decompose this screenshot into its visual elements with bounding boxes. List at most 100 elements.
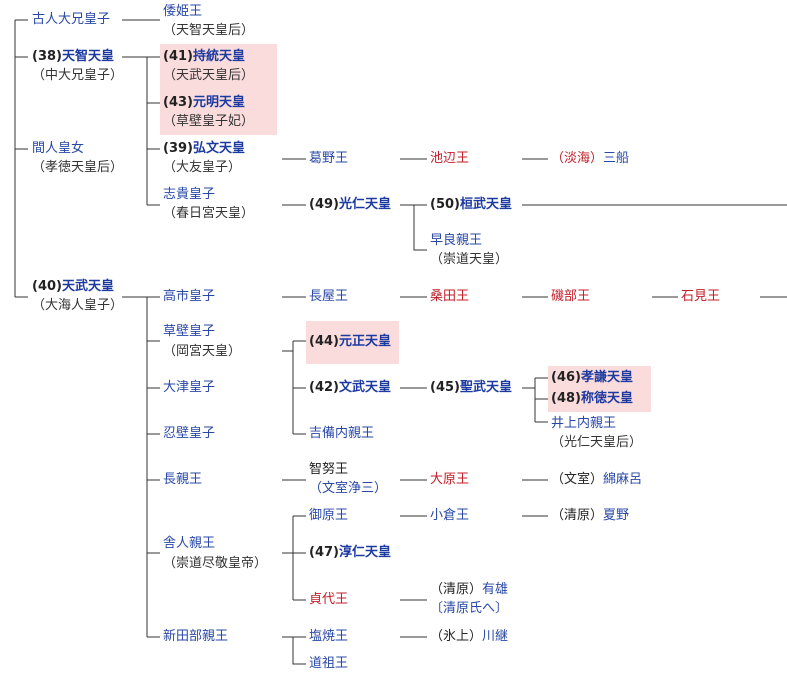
emperor-name: 桓武天皇 [459, 197, 512, 212]
clan-prefix: （文室） [551, 472, 604, 487]
emperor-name: 称徳天皇 [580, 391, 633, 406]
person-name: 有雄 [482, 582, 509, 597]
note-tenji: （中大兄皇子） [32, 68, 124, 83]
emperor-number: (40) [32, 279, 62, 294]
note-kusakabe: （岡宮天皇） [163, 344, 242, 359]
person-furuhito: 古人大兄皇子 [32, 12, 111, 27]
emperor-number: (48) [551, 391, 581, 406]
emperor-number: (46) [551, 370, 581, 385]
person-osakabe: 忍壁皇子 [163, 426, 216, 441]
emperor-kobun: (39)弘文天皇 [163, 141, 245, 157]
emperor-number: (41) [163, 49, 193, 64]
person-mifune: （淡海）三船 [551, 151, 629, 167]
emperor-number: (44) [309, 334, 339, 349]
clan-prefix: （清原） [430, 582, 483, 597]
person-niitabe: 新田部親王 [163, 629, 229, 644]
person-name: 川継 [482, 629, 509, 644]
emperor-name: 弘文天皇 [192, 141, 245, 156]
person-nagaya: 長屋王 [309, 289, 349, 304]
emperor-number: (43) [163, 95, 193, 110]
highlight-box-jito-genmei [160, 44, 277, 135]
person-kuwata: 桑田王 [430, 289, 470, 304]
note-jito: （天武天皇后） [163, 68, 255, 83]
emperor-tenmu: (40)天武天皇 [32, 279, 114, 295]
person-naga: 長親王 [163, 472, 203, 487]
emperor-name: 淳仁天皇 [338, 545, 391, 560]
emperor-kanmu: (50)桓武天皇 [430, 197, 512, 213]
person-ogura: 小倉王 [430, 508, 470, 523]
person-shioyaki: 塩焼王 [309, 629, 349, 644]
person-kusakabe: 草壁皇子 [163, 324, 216, 339]
person-kibi: 吉備内親王 [309, 426, 375, 441]
person-sadayo: 貞代王 [309, 592, 349, 607]
emperor-jito: (41)持統天皇 [163, 49, 245, 65]
person-inoue: 井上内親王 [551, 416, 617, 431]
note-inoue: （光仁天皇后） [551, 435, 643, 450]
clan-prefix: （淡海） [551, 151, 604, 166]
person-hashihito: 間人皇女 [32, 141, 85, 156]
note-tenmu: （大海人皇子） [32, 298, 124, 313]
emperor-name: 天智天皇 [61, 49, 114, 64]
highlight-box-koken-shotoku [548, 366, 651, 412]
person-takechi: 高市皇子 [163, 289, 216, 304]
person-natsuno: （清原）夏野 [551, 508, 629, 524]
person-isobe: 磯部王 [551, 289, 591, 304]
emperor-number: (39) [163, 141, 193, 156]
note-toneri: （崇道尽敬皇帝） [163, 556, 268, 571]
note-kobun: （大友皇子） [163, 160, 242, 175]
person-ohara: 大原王 [430, 472, 470, 487]
person-mihara: 御原王 [309, 508, 349, 523]
emperor-monmu: (42)文武天皇 [309, 380, 391, 396]
emperor-gensho: (44)元正天皇 [309, 334, 391, 350]
emperor-koken: (46)孝謙天皇 [551, 370, 633, 386]
person-watamaro: （文室）綿麻呂 [551, 472, 642, 488]
emperor-junnin: (47)淳仁天皇 [309, 545, 391, 561]
emperor-genmei: (43)元明天皇 [163, 95, 245, 111]
emperor-shomu: (45)聖武天皇 [430, 380, 512, 396]
person-ikebe: 池辺王 [430, 151, 470, 166]
person-ario: （清原）有雄 [430, 582, 508, 598]
emperor-number: (42) [309, 380, 339, 395]
note-shiki: （春日宮天皇） [163, 206, 255, 221]
emperor-number: (49) [309, 197, 339, 212]
note-kiyohara-clan: 〔清原氏へ〕 [430, 601, 509, 616]
note-hashihito: （孝徳天皇后） [32, 160, 124, 175]
emperor-shotoku: (48)称徳天皇 [551, 391, 633, 407]
person-yamatohime: 倭姫王 [163, 4, 203, 19]
emperor-number: (45) [430, 380, 460, 395]
emperor-number: (38) [32, 49, 62, 64]
note-chinu: （文室浄三） [309, 481, 388, 496]
emperor-name: 元正天皇 [338, 334, 391, 349]
person-name: 綿麻呂 [603, 472, 643, 487]
emperor-number: (50) [430, 197, 460, 212]
person-kadono: 葛野王 [309, 151, 349, 166]
emperor-name: 孝謙天皇 [580, 370, 633, 385]
emperor-name: 光仁天皇 [338, 197, 391, 212]
clan-prefix: （氷上） [430, 629, 483, 644]
note-genmei: （草壁皇子妃） [163, 114, 255, 129]
emperor-name: 文武天皇 [338, 380, 391, 395]
note-sawara: （崇道天皇） [430, 252, 509, 267]
person-chinu: 智努王 [309, 462, 349, 477]
person-kawatsugu: （氷上）川継 [430, 629, 508, 645]
emperor-konin: (49)光仁天皇 [309, 197, 391, 213]
emperor-name: 元明天皇 [192, 95, 245, 110]
person-iwami: 石見王 [681, 289, 721, 304]
emperor-name: 天武天皇 [61, 279, 114, 294]
emperor-number: (47) [309, 545, 339, 560]
emperor-name: 聖武天皇 [459, 380, 512, 395]
person-funado: 道祖王 [309, 656, 349, 671]
highlight-box-gensho [306, 321, 399, 364]
note-yamatohime: （天智天皇后） [163, 23, 255, 38]
emperor-tenji: (38)天智天皇 [32, 49, 114, 65]
person-shiki: 志貴皇子 [163, 187, 216, 202]
person-name: 夏野 [603, 508, 630, 523]
emperor-name: 持統天皇 [192, 49, 245, 64]
person-sawara: 早良親王 [430, 233, 483, 248]
person-toneri: 舎人親王 [163, 536, 216, 551]
clan-prefix: （清原） [551, 508, 604, 523]
person-otsu: 大津皇子 [163, 380, 216, 395]
person-name: 三船 [603, 151, 630, 166]
